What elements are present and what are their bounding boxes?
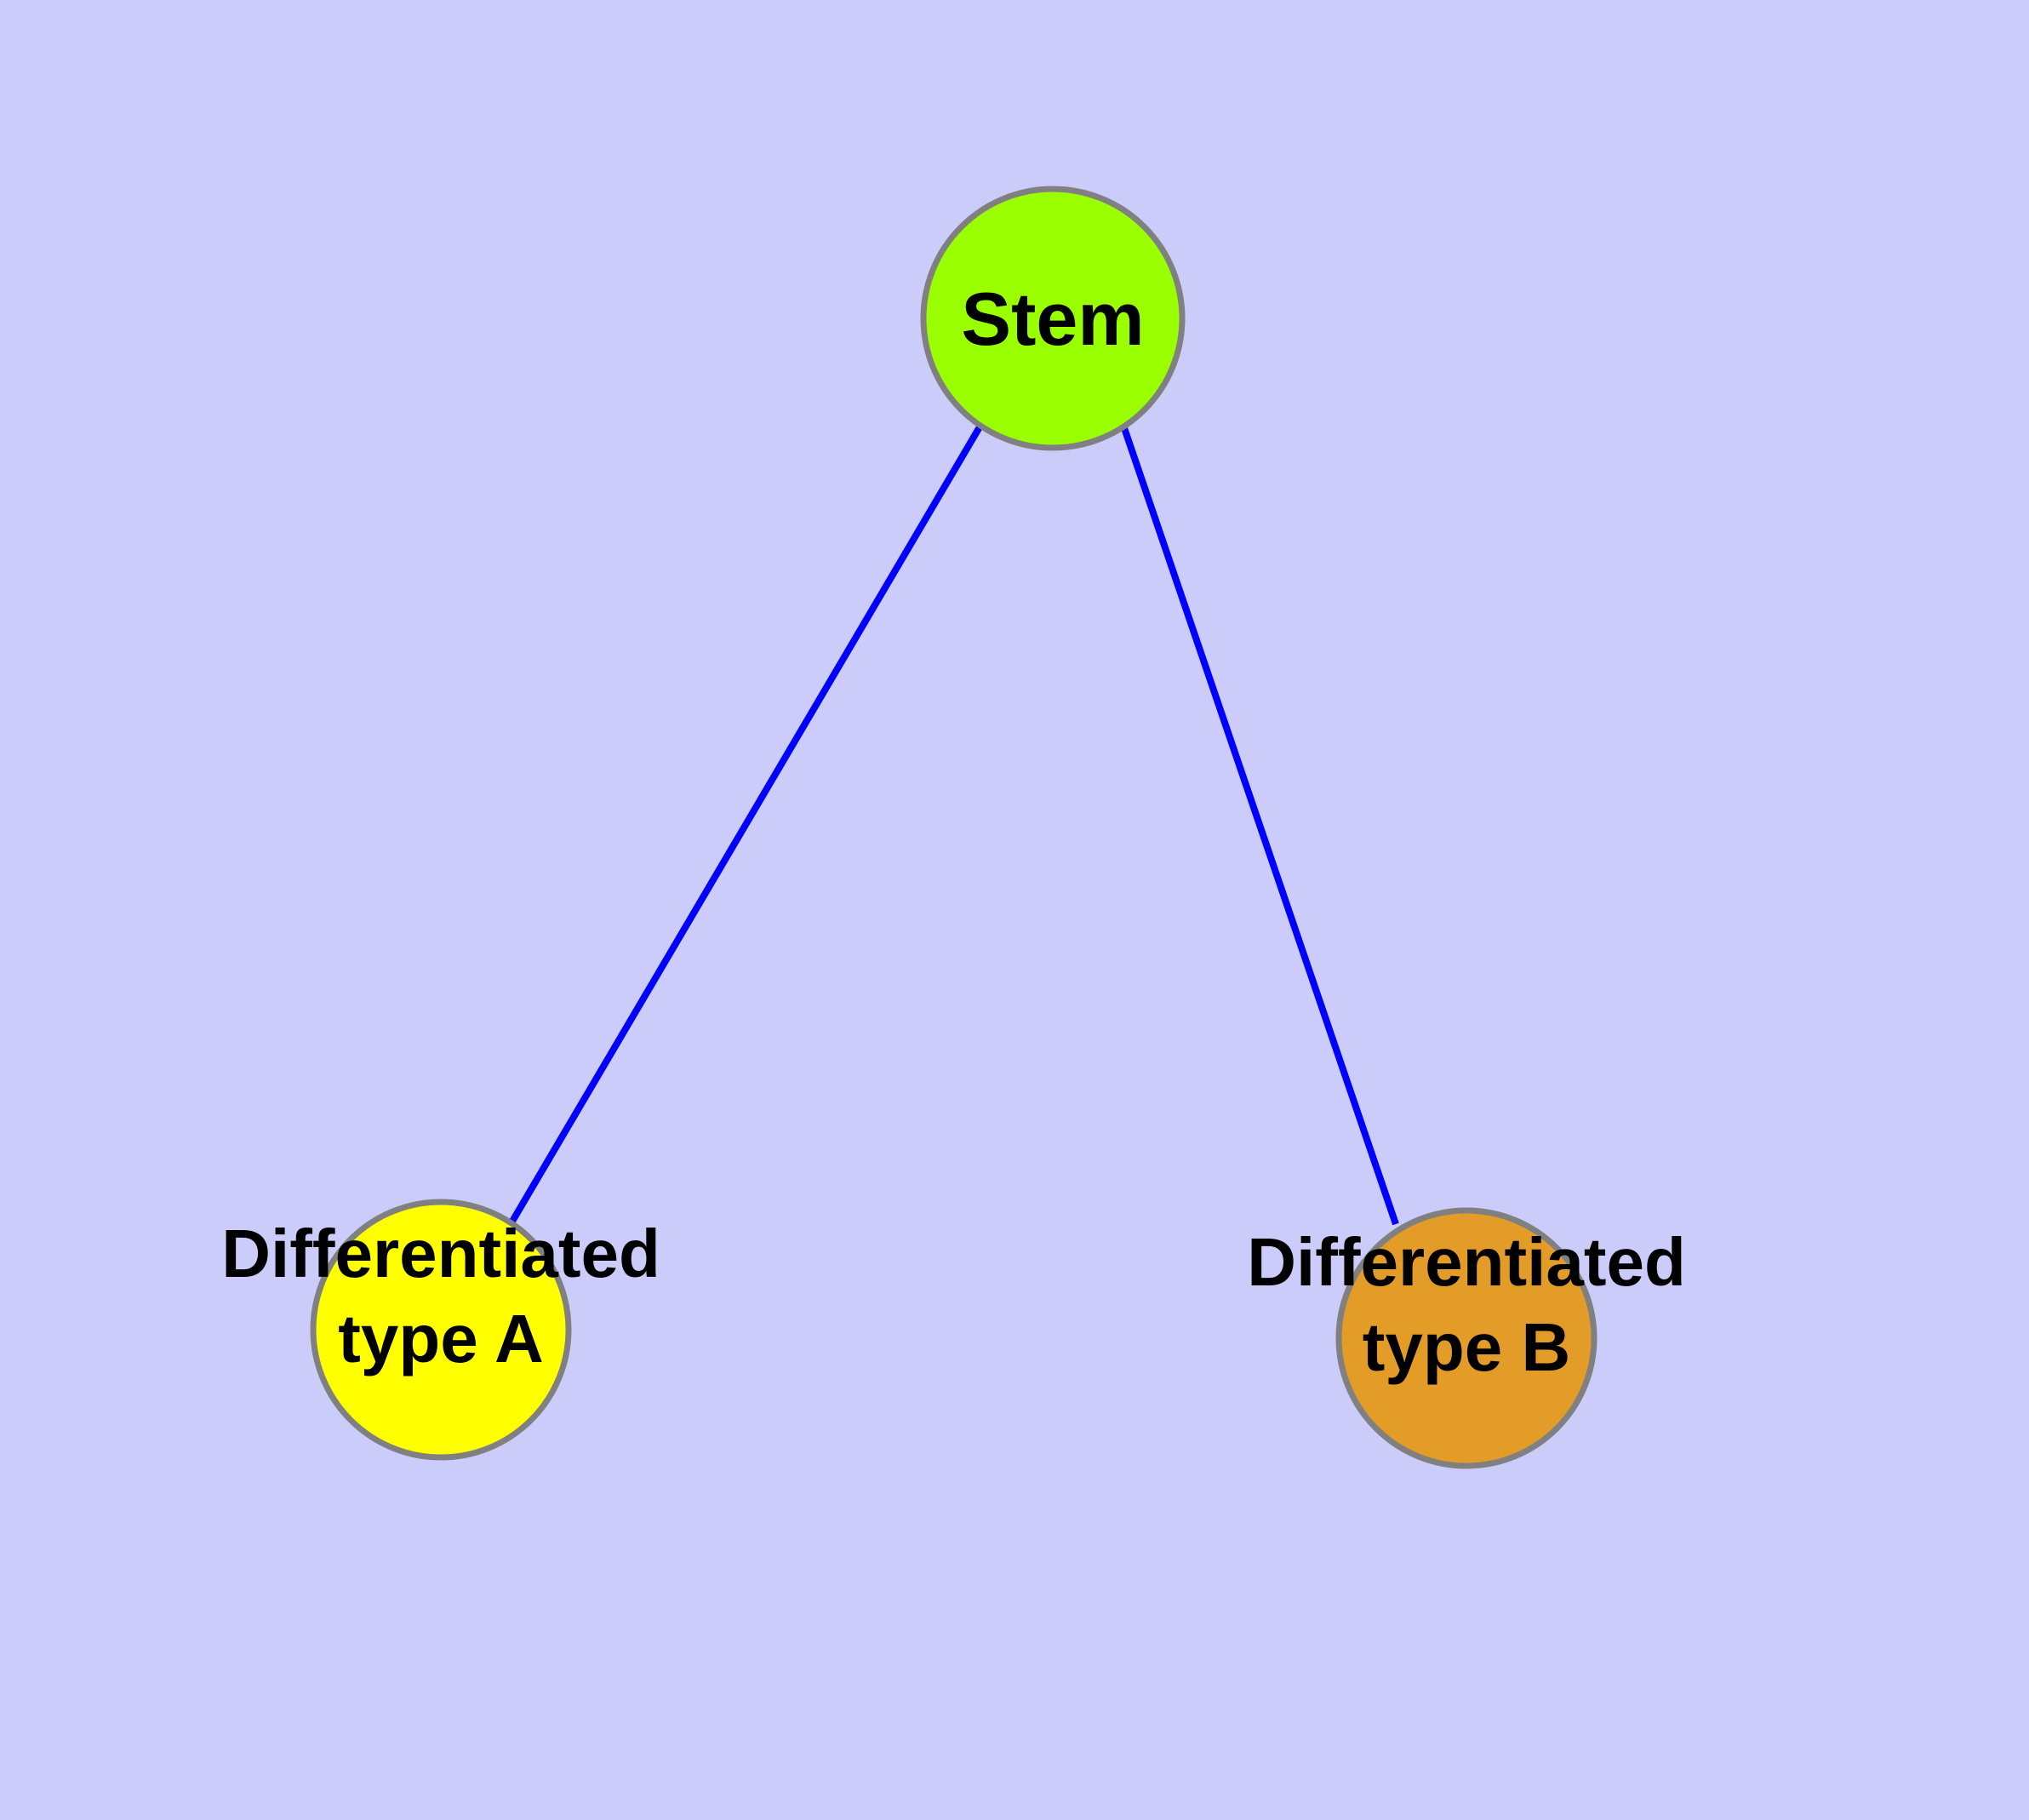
edge-stem-to-differentiated-a[interactable] xyxy=(507,423,984,1227)
node-circle-stem[interactable] xyxy=(920,186,1186,451)
label-group: Stem Differentiated type A Differentiate… xyxy=(221,277,1686,1385)
edge-group xyxy=(507,423,1399,1227)
node-label-differentiated-a-line1: Differentiated xyxy=(221,1216,660,1291)
node-differentiated-type-b[interactable] xyxy=(1335,1207,1597,1469)
node-label-differentiated-b-line1: Differentiated xyxy=(1247,1224,1686,1300)
node-stem[interactable] xyxy=(920,186,1186,451)
node-label-differentiated-b-line2: type B xyxy=(1363,1309,1571,1385)
node-circle-differentiated-type-a[interactable] xyxy=(310,1199,572,1461)
node-circle-differentiated-type-b[interactable] xyxy=(1335,1207,1597,1469)
node-differentiated-type-a[interactable] xyxy=(310,1199,572,1461)
node-label-differentiated-a-line2: type A xyxy=(338,1301,544,1376)
node-label-stem: Stem xyxy=(961,277,1144,361)
edge-stem-to-differentiated-b[interactable] xyxy=(1120,424,1399,1226)
